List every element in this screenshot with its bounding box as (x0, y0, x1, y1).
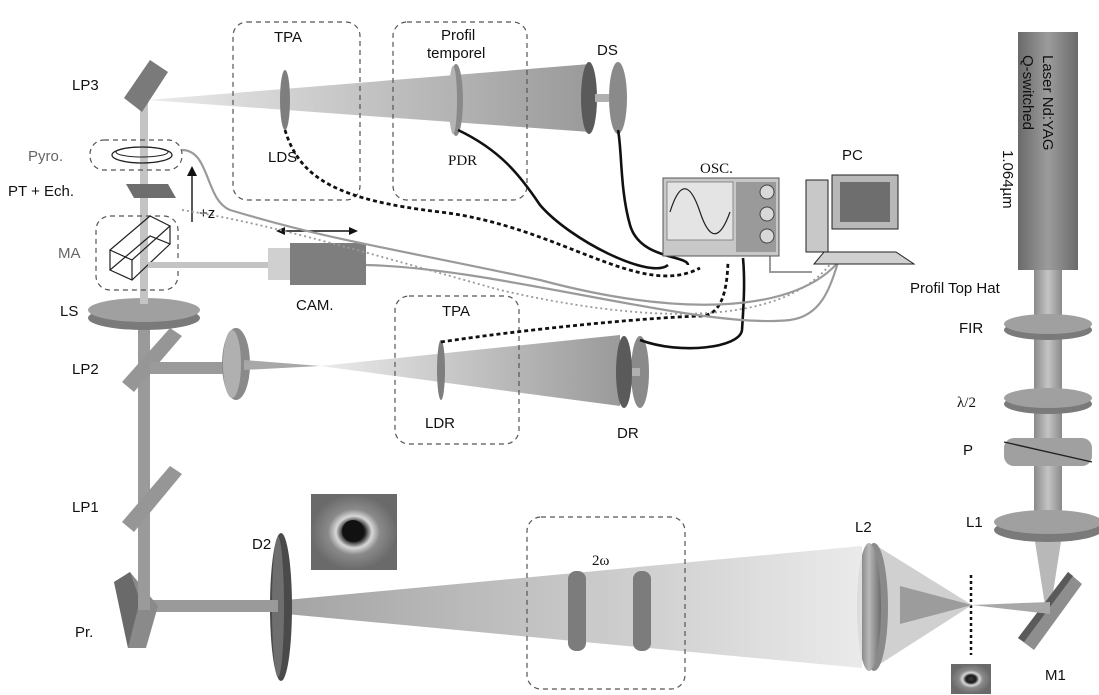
pc-monitor-screen (840, 182, 890, 222)
pt-ech-label: PT + Ech. (8, 183, 74, 200)
ds-label: DS (597, 42, 618, 59)
fir-label: FIR (959, 320, 983, 337)
pyro-box (90, 140, 182, 170)
laser-wavelength-label: 1.064µm (999, 150, 1016, 209)
laser-mode-label: Q-switched (1019, 55, 1036, 130)
camera-travel-arrowhead-right (349, 227, 358, 235)
photodiode-pdr-face (449, 66, 457, 134)
lens-lds (280, 70, 290, 130)
lens-lp2-path-face (223, 330, 241, 398)
profil-temporel-label-line2: temporel (427, 45, 485, 62)
camera-lens (268, 248, 290, 280)
l1-label: L1 (966, 514, 983, 531)
beam-m1-to-focus (972, 602, 1050, 614)
beam-lens-to-focus (244, 360, 320, 370)
ls-label: LS (60, 303, 78, 320)
m1-label: M1 (1045, 667, 1066, 684)
profile-top-hat-label: Profil Top Hat (910, 280, 1001, 297)
laser-label: Laser Nd:YAG (1039, 55, 1056, 151)
beam-lp2-to-lens (150, 362, 230, 374)
ldr-label: LDR (425, 415, 455, 432)
focus-ring-image (951, 664, 991, 694)
profil-temporel-label-line1: Profil (441, 27, 475, 44)
d2-ring-image-dark-core (342, 520, 364, 542)
oscilloscope-knob-3 (760, 229, 774, 243)
plate-pt-ech (126, 184, 176, 198)
plate-lp3 (124, 60, 168, 112)
beam-lp3-to-ds (148, 64, 590, 132)
lp3-label: LP3 (72, 77, 99, 94)
z-axis-arrowhead (187, 166, 197, 176)
half-wave-plate (1004, 388, 1092, 408)
ma-label: MA (58, 245, 81, 262)
detector-dr-front (616, 336, 632, 408)
pr-label: Pr. (75, 624, 93, 641)
l2-label: L2 (855, 519, 872, 536)
plate-lp1 (122, 466, 182, 532)
lp1-label: LP1 (72, 499, 99, 516)
beam-to-dr-cone (320, 335, 620, 406)
detector-ds-front (581, 62, 597, 134)
cam-label: CAM. (296, 297, 334, 314)
pc-keyboard (814, 252, 914, 264)
camera-body (290, 243, 366, 285)
detector-ds-back (609, 62, 627, 134)
two-omega-crystal-2 (633, 571, 651, 651)
tpa-middle-label: TPA (442, 303, 470, 320)
half-wave-label: λ/2 (957, 395, 976, 411)
pc-tower (806, 180, 828, 252)
dr-label: DR (617, 425, 639, 442)
two-omega-label: 2ω (592, 553, 610, 569)
tpa-top-label: TPA (274, 29, 302, 46)
lp2-label: LP2 (72, 361, 99, 378)
lens-ldr (437, 340, 445, 400)
cable-cam-to-pc (366, 262, 838, 321)
plate-lp2 (122, 328, 182, 392)
cable-pdr-to-osc (458, 130, 668, 268)
p-label: P (963, 442, 973, 459)
d2-label: D2 (252, 536, 271, 553)
oscilloscope-knob-1 (760, 185, 774, 199)
detector-ds-stem (595, 94, 609, 102)
pyro-label: Pyro. (28, 148, 63, 165)
osc-label: OSC. (700, 161, 733, 177)
pdr-label: PDR (448, 153, 477, 169)
lens-l1 (994, 510, 1099, 534)
pc-label: PC (842, 147, 863, 164)
oscilloscope-knob-2 (760, 207, 774, 221)
beam-ma-to-cam (148, 262, 270, 268)
fir-filter (1004, 314, 1092, 334)
beam-d2-to-prism (148, 600, 278, 612)
two-omega-crystal-1 (568, 571, 586, 651)
